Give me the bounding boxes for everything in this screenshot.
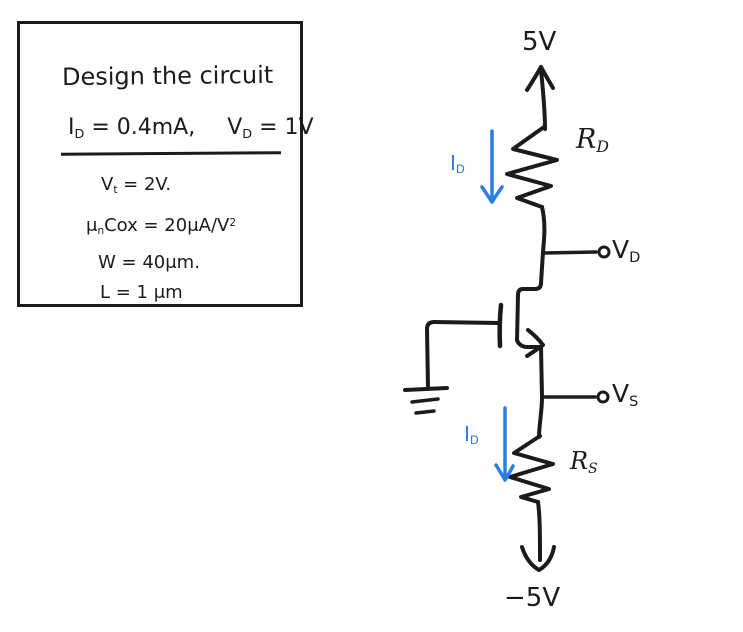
nmos-source-arrow-icon xyxy=(525,328,545,358)
source-wire xyxy=(537,395,544,439)
ucox-value: Cox = 20μA/V xyxy=(104,215,230,236)
rd-subscript: D xyxy=(596,137,609,157)
ground-symbol xyxy=(403,386,449,415)
resistor-rs xyxy=(508,434,555,504)
problem-title: Design the circuit xyxy=(61,60,274,92)
problem-statement-box: Design the circuit ID = 0.4mA,VD = 1V Vt… xyxy=(17,21,314,307)
id-top-subscript: D xyxy=(455,162,465,177)
vd-node-label: VD xyxy=(612,235,640,265)
vd-node-circle xyxy=(597,245,611,259)
ground-bar-3 xyxy=(414,409,436,415)
design-spec-line: ID = 0.4mA,VD = 1V xyxy=(68,115,314,142)
id-bot-symbol: I xyxy=(464,422,470,446)
vt-value: = 2V. xyxy=(117,174,172,195)
vss-arrow xyxy=(520,500,556,572)
rd-symbol: R xyxy=(576,124,597,155)
mu-subscript: n xyxy=(97,224,105,237)
ground-bar-2 xyxy=(410,397,440,404)
rd-resistor-label: RD xyxy=(576,124,609,157)
vd-tap-wire xyxy=(542,250,598,255)
nmos-source-wire xyxy=(515,338,544,399)
nmos-gate-bar xyxy=(497,302,504,349)
resistor-rd xyxy=(505,125,559,209)
vss-arrowhead-icon xyxy=(520,545,556,572)
current-arrow-top xyxy=(480,129,504,204)
vs-node-circle xyxy=(596,390,610,404)
id-spec-subscript: D xyxy=(74,126,85,142)
id-top-symbol: I xyxy=(450,151,456,175)
drain-current-label-bottom: ID xyxy=(464,422,479,448)
vt-subscript: t xyxy=(113,183,118,196)
vss-rail-label: −5V xyxy=(504,583,561,613)
id-spec-symbol: I xyxy=(68,115,75,140)
drain-wire xyxy=(515,205,547,342)
vdd-wire xyxy=(539,68,547,131)
current-arrow-top-head-icon xyxy=(480,185,504,204)
drain-current-label-top: ID xyxy=(450,151,465,177)
mu-symbol: μ xyxy=(86,215,98,236)
param-length: L = 1 μm xyxy=(100,282,183,303)
vd-spec-symbol: V xyxy=(227,115,243,140)
vss-wire xyxy=(536,500,542,562)
ground-bar-1 xyxy=(403,386,449,392)
ucox-superscript: 2 xyxy=(229,217,236,230)
rs-symbol: R xyxy=(570,447,589,475)
vt-symbol: V xyxy=(101,174,114,195)
divider-rule xyxy=(60,151,282,156)
id-spec-value: = 0.4mA, xyxy=(84,115,196,140)
current-arrow-bottom xyxy=(494,406,515,482)
vd-symbol: V xyxy=(612,235,630,264)
vdd-rail-label: 5V xyxy=(522,27,557,57)
vd-spec-subscript: D xyxy=(242,126,253,142)
current-arrow-bottom-head-icon xyxy=(494,463,515,482)
param-vt: Vt = 2V. xyxy=(101,174,172,196)
vs-subscript: S xyxy=(629,394,639,411)
vdd-arrow xyxy=(525,65,555,131)
vd-subscript: D xyxy=(629,250,641,267)
id-bot-subscript: D xyxy=(469,433,479,448)
param-width: W = 40μm. xyxy=(98,252,200,273)
rs-resistor-label: RS xyxy=(570,447,598,476)
vs-symbol: V xyxy=(612,379,630,408)
param-uncox: μnCox = 20μA/V2 xyxy=(86,215,236,237)
vd-spec-value: = 1V xyxy=(252,115,314,140)
vs-node-label: VS xyxy=(612,379,638,409)
rs-subscript: S xyxy=(588,460,598,477)
nmos-transistor xyxy=(497,302,545,399)
vdd-arrowhead-icon xyxy=(525,65,555,92)
gate-wire xyxy=(425,320,501,390)
